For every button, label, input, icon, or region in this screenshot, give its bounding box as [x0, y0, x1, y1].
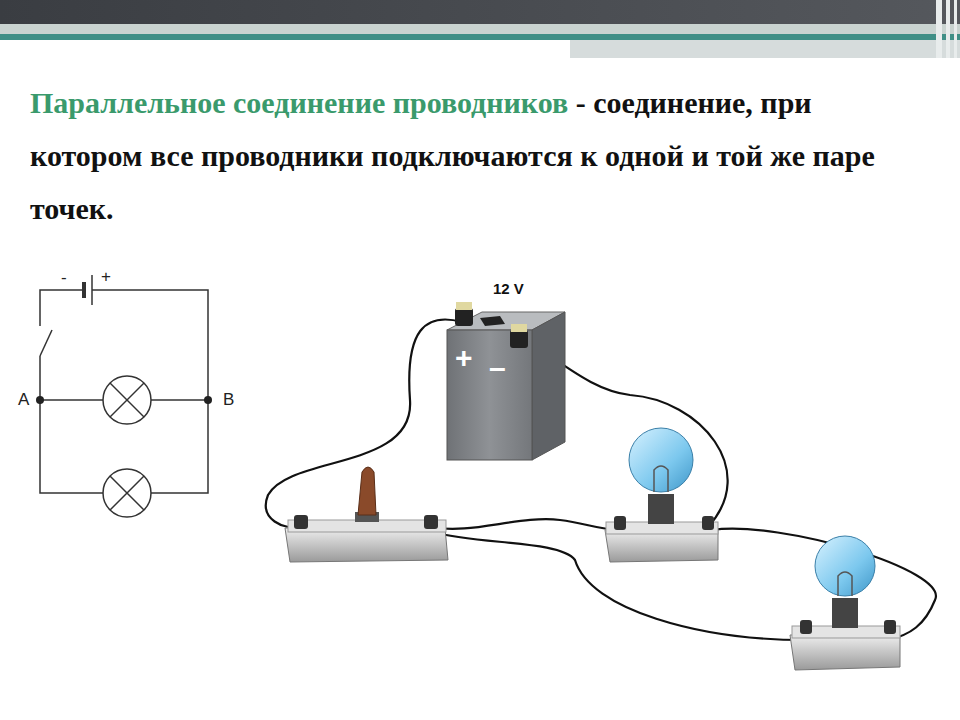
node-name: B	[223, 391, 234, 408]
header-bars	[0, 0, 960, 58]
battery	[447, 302, 565, 460]
circuit-schematic	[36, 275, 212, 517]
node-name: A	[18, 391, 29, 408]
knife-switch	[285, 467, 448, 562]
polarity-mark: +	[101, 268, 111, 285]
lamp	[605, 428, 718, 562]
voltage-label: 12 V	[493, 281, 524, 296]
lamp	[790, 536, 900, 670]
polarity-mark: -	[61, 269, 67, 286]
title-text: Параллельное соединение проводников	[30, 86, 568, 119]
slide-heading: Параллельное соединение проводников - со…	[30, 76, 930, 235]
wires	[266, 319, 936, 640]
terminal-mark: +	[455, 343, 473, 373]
terminal-mark: –	[489, 353, 506, 383]
